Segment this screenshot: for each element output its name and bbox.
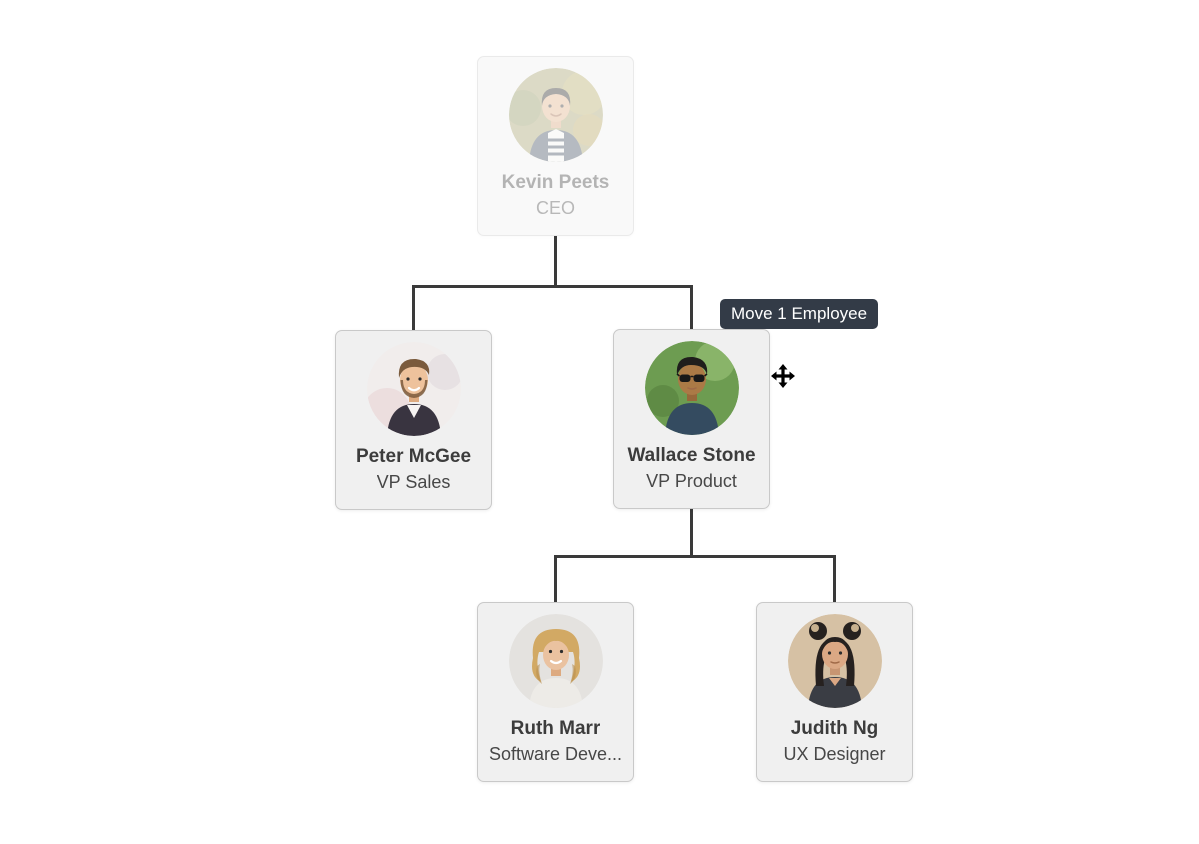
- employee-name: Ruth Marr: [510, 718, 601, 739]
- connector-wallace-rail: [554, 555, 836, 558]
- employee-name: Judith Ng: [790, 718, 879, 739]
- avatar-photo: [508, 68, 603, 162]
- employee-name: Wallace Stone: [627, 445, 756, 466]
- employee-title: UX Designer: [783, 744, 886, 764]
- connector-wallace-stem: [690, 508, 693, 557]
- avatar-photo: [508, 614, 603, 708]
- employee-name: Peter McGee: [355, 446, 472, 467]
- avatar-photo: [644, 341, 739, 435]
- connector-drop-judith: [833, 555, 836, 602]
- move-cursor-icon: [770, 363, 796, 389]
- connector-ceo-stem: [554, 236, 557, 287]
- connector-ceo-rail: [412, 285, 693, 288]
- employee-name: Kevin Peets: [501, 172, 610, 193]
- move-employee-tooltip: Move 1 Employee: [720, 299, 879, 329]
- org-node-peter-mcgee[interactable]: Peter McGee VP Sales: [335, 330, 492, 510]
- connector-drop-peter: [412, 285, 415, 330]
- employee-title: CEO: [535, 198, 575, 218]
- employee-title: VP Sales: [376, 472, 451, 492]
- avatar-photo: [366, 342, 461, 436]
- employee-title: VP Product: [646, 471, 737, 491]
- org-node-kevin-peets[interactable]: Kevin Peets CEO: [477, 56, 634, 236]
- org-node-judith-ng[interactable]: Judith Ng UX Designer: [756, 602, 913, 782]
- org-node-wallace-stone[interactable]: Wallace Stone VP Product: [613, 329, 770, 509]
- avatar-photo: [787, 614, 882, 708]
- org-node-ruth-marr[interactable]: Ruth Marr Software Deve...: [477, 602, 634, 782]
- connector-drop-wallace: [690, 285, 693, 329]
- connector-drop-ruth: [554, 555, 557, 602]
- employee-title: Software Deve...: [488, 744, 623, 764]
